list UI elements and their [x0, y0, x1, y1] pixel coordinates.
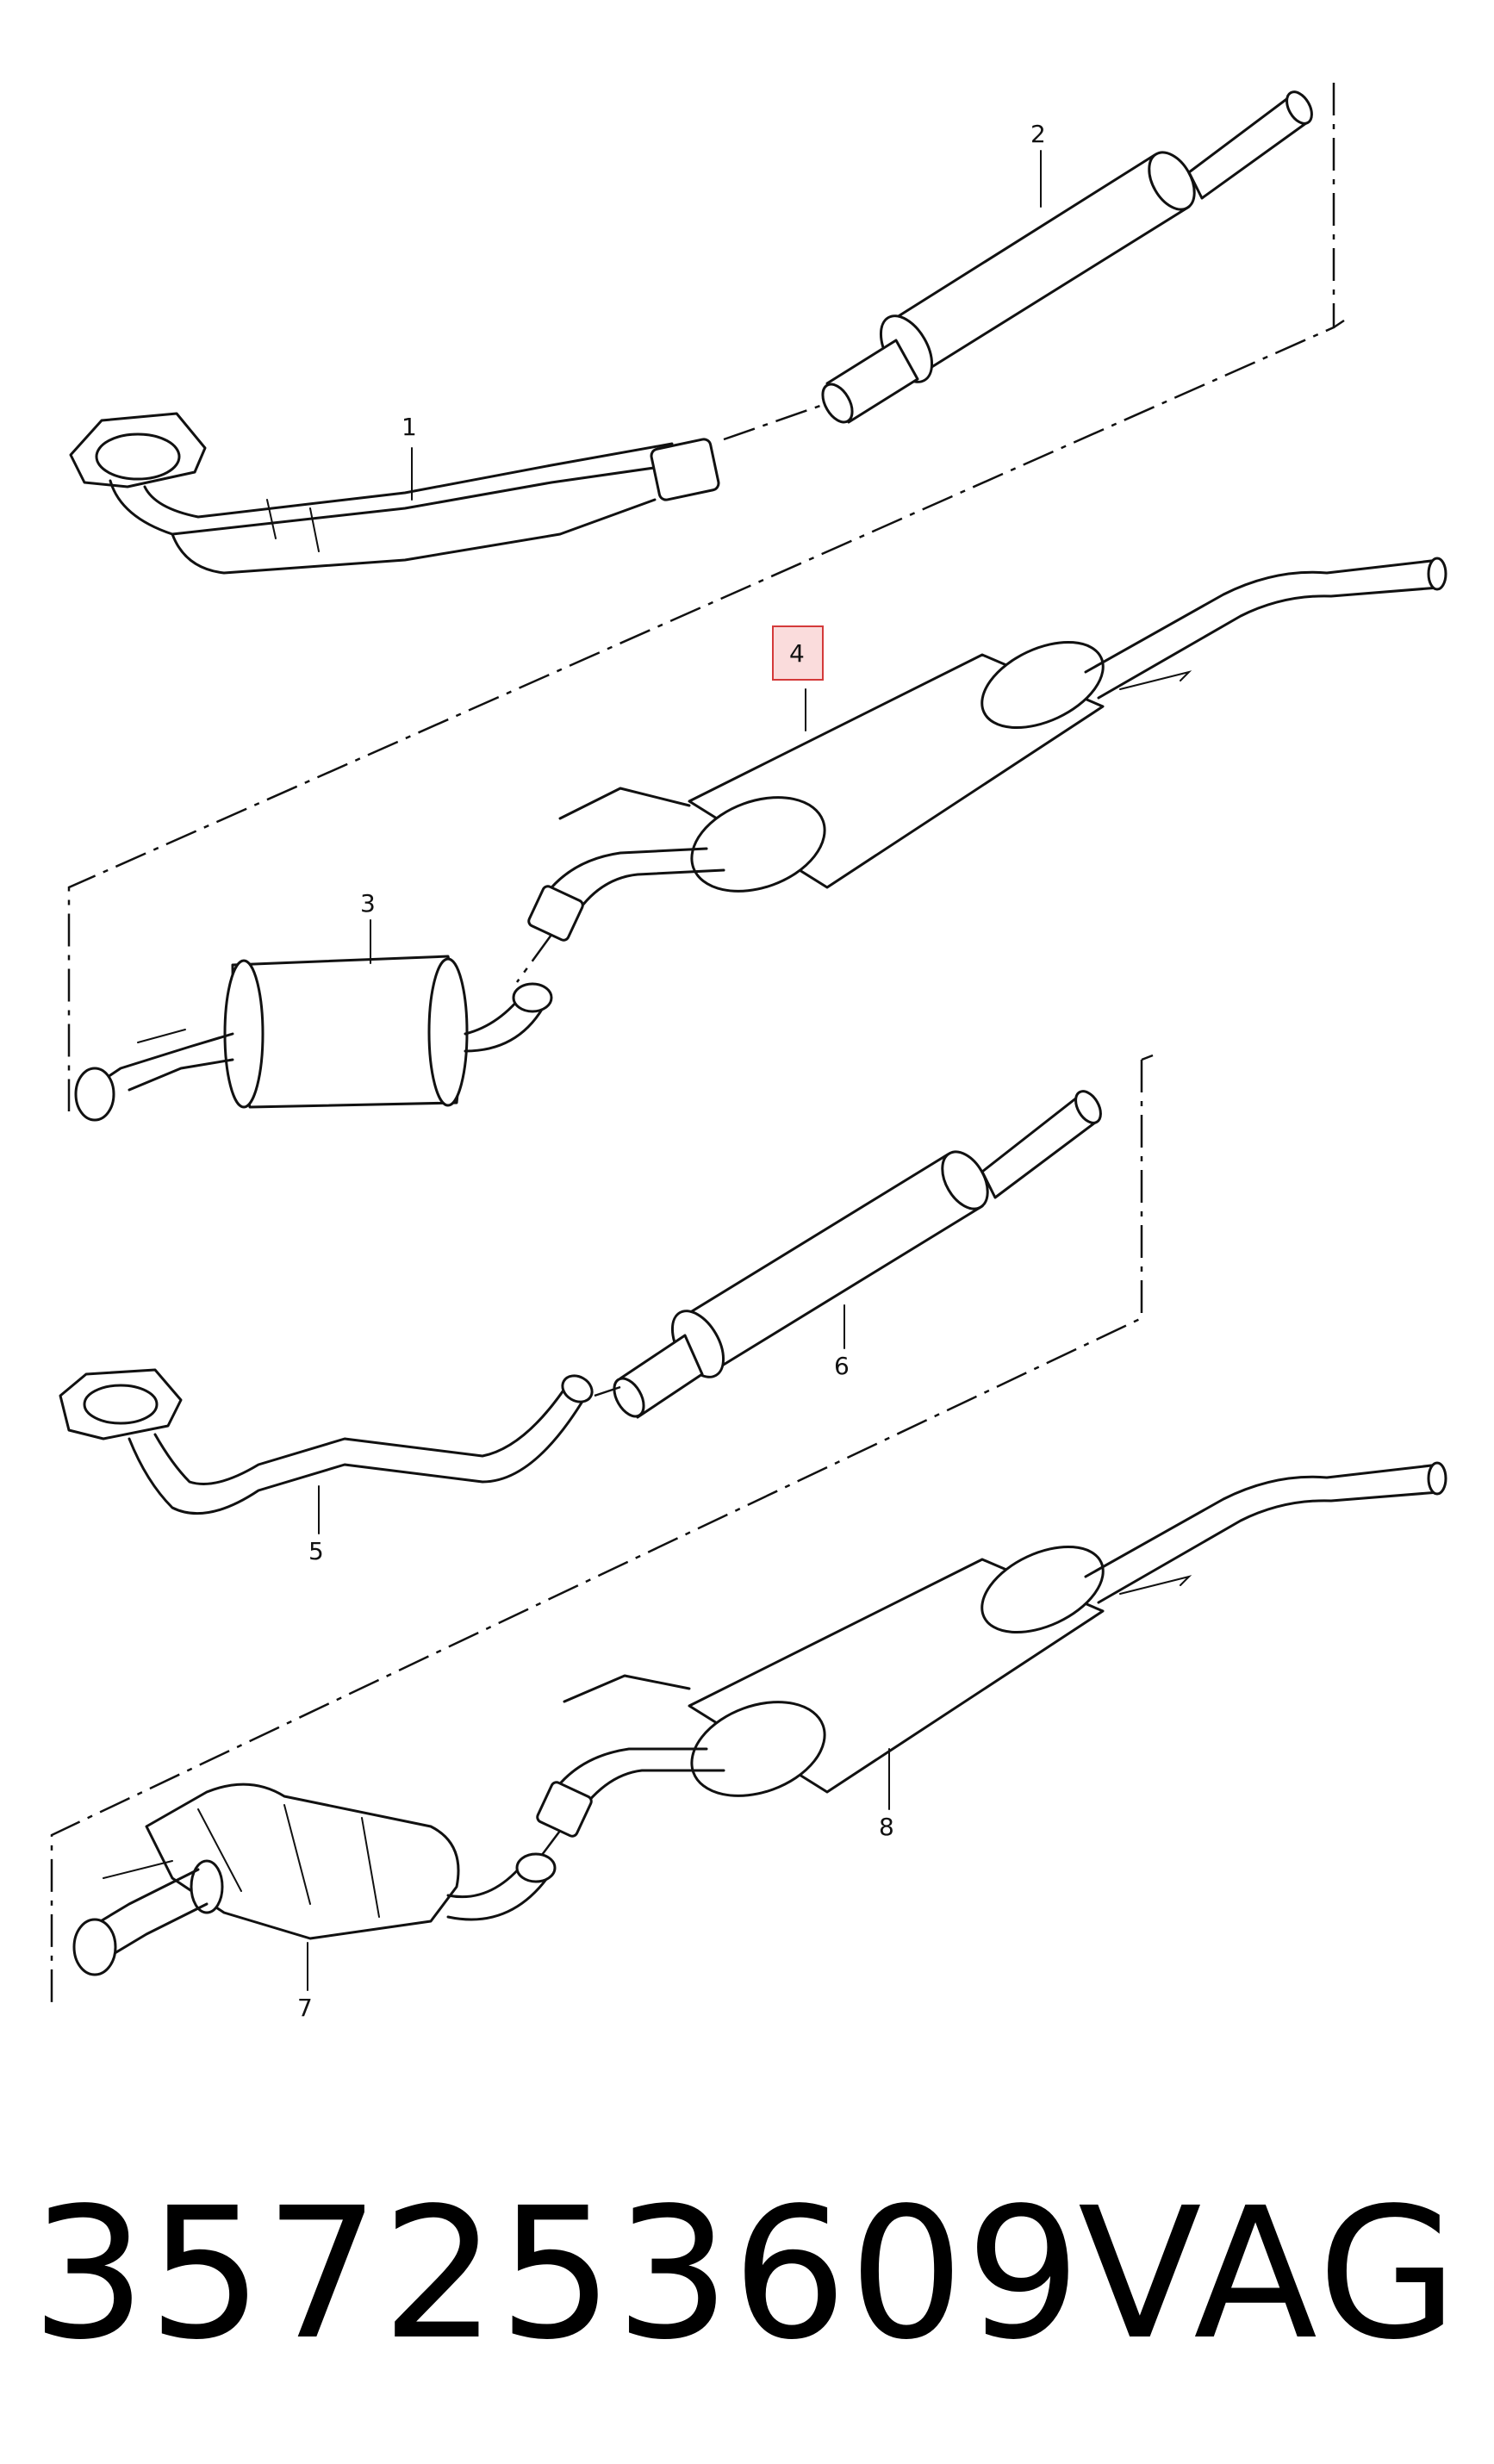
part-5-front-pipe	[59, 1368, 594, 1515]
callout-4: 4	[789, 639, 805, 668]
callout-3: 3	[360, 889, 376, 918]
part-3-front-silencer	[74, 955, 553, 1122]
callout-8: 8	[879, 1813, 894, 1841]
part-2-middle-silencer	[821, 90, 1313, 424]
callout-5: 5	[308, 1537, 324, 1565]
upper-assembly-frame	[67, 83, 1345, 1111]
callout-4-highlight	[772, 625, 824, 681]
footer: 357253609 VAG	[31, 2171, 1461, 2378]
part-1-front-pipe	[69, 412, 720, 575]
callout-2: 2	[1030, 120, 1046, 148]
part-6-middle-silencer	[613, 1090, 1102, 1419]
callout-leaders	[307, 150, 1042, 1991]
lower-assembly-frame	[50, 1054, 1154, 2007]
part-7-catalytic-converter	[72, 1783, 557, 1976]
callout-6: 6	[834, 1352, 850, 1380]
part-8-rear-silencer	[536, 1461, 1447, 1838]
callout-1: 1	[402, 413, 417, 441]
exhaust-parts-diagram: 1 2 3 4 5 6 7 8	[50, 83, 1447, 2022]
part-4-rear-silencer	[527, 557, 1447, 942]
brand-name: VAG	[1078, 2168, 1461, 2380]
part-number: 357253609	[31, 2168, 1083, 2380]
callout-7: 7	[297, 1994, 313, 2022]
